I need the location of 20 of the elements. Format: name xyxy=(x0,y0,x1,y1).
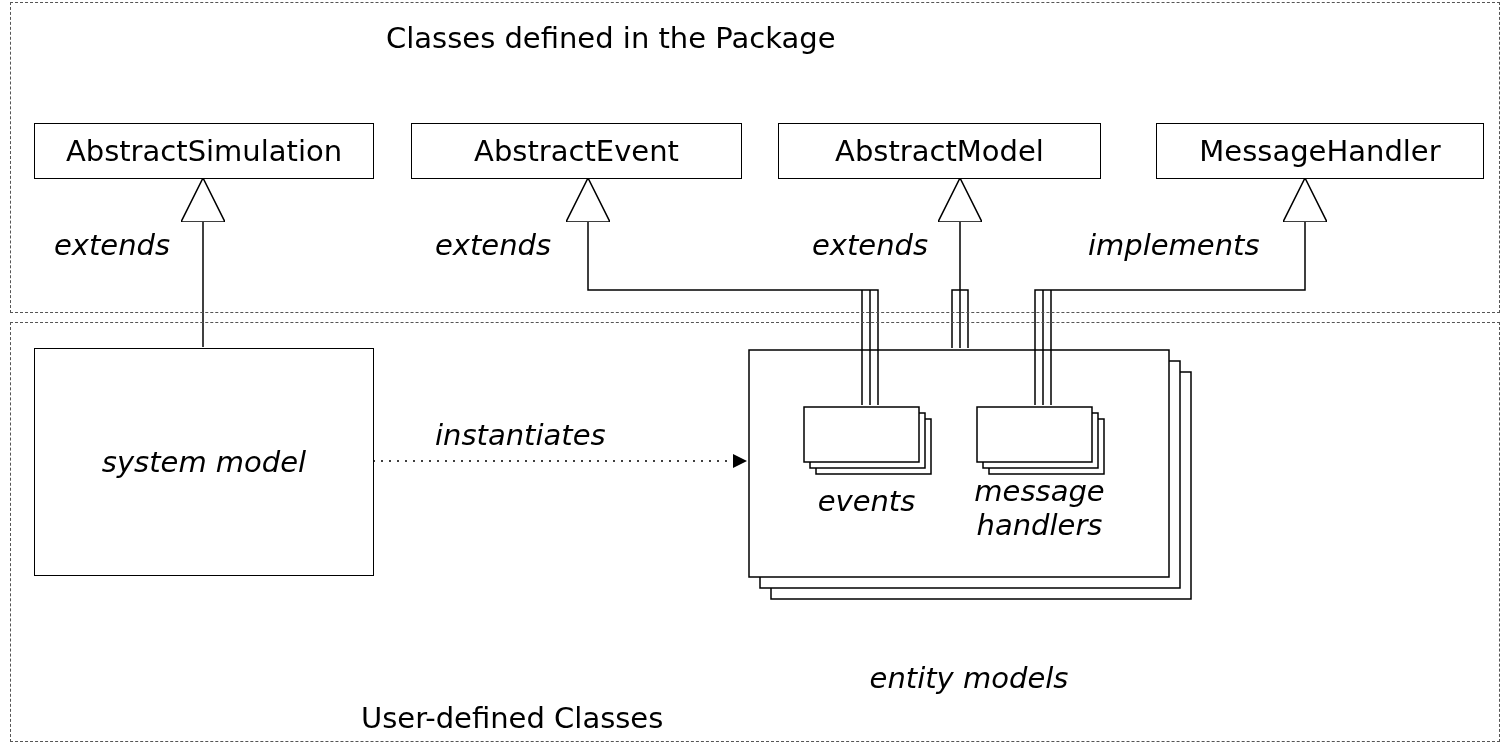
inheritance-arrow xyxy=(565,177,879,406)
class-box xyxy=(411,123,742,179)
box-label: system model xyxy=(101,445,307,479)
inheritance-arrow xyxy=(1034,177,1328,406)
group-label: events xyxy=(816,484,917,518)
model-box xyxy=(34,348,374,576)
area-title: Classes defined in the Package xyxy=(386,21,836,55)
class-name: MessageHandler xyxy=(1199,134,1441,168)
class-name: AbstractEvent xyxy=(474,134,679,168)
group-label: entity models xyxy=(868,661,1070,695)
class-name: AbstractModel xyxy=(835,134,1044,168)
group-label: message handlers xyxy=(973,474,1106,542)
class-box xyxy=(34,123,374,179)
inheritance-arrow xyxy=(180,177,226,348)
inheritance-arrow xyxy=(937,177,983,349)
class-box xyxy=(1156,123,1484,179)
class-name: AbstractSimulation xyxy=(65,134,343,168)
class-box xyxy=(778,123,1101,179)
area-title: User-defined Classes xyxy=(361,701,664,735)
dotted-arrow xyxy=(372,454,748,468)
